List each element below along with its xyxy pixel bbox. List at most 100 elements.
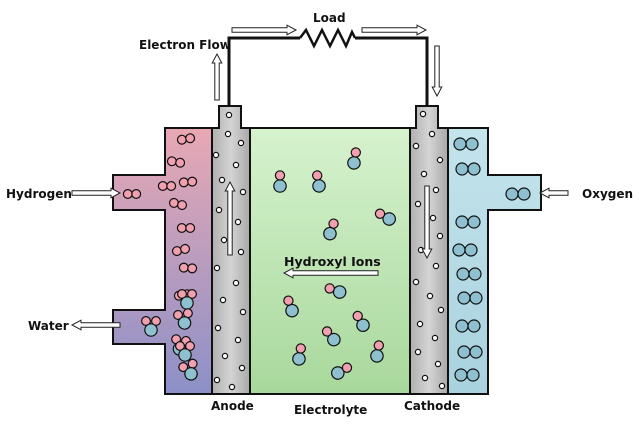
oxygen-molecule <box>453 137 479 151</box>
flow-arrows <box>70 24 569 331</box>
hydroxyl-ion <box>374 208 396 226</box>
hydrogen-molecule <box>171 243 191 257</box>
hydrogen-label: Hydrogen <box>6 187 72 201</box>
hydrogen-atom <box>341 362 353 373</box>
electron-dot <box>232 161 240 169</box>
oxygen-atom <box>455 162 469 176</box>
electron-dot <box>237 248 245 256</box>
hydrogen-atom <box>178 262 189 273</box>
oxygen-atom <box>457 345 471 359</box>
hydrogen-atom <box>187 176 198 187</box>
hydroxyl-ion <box>370 340 384 363</box>
electron-dot <box>219 296 227 304</box>
arrow-icon <box>282 267 379 279</box>
oxygen-atom <box>466 368 480 382</box>
arrow-icon <box>211 52 223 101</box>
hydrogen-atom <box>324 283 335 294</box>
oxygen-atom <box>452 243 466 257</box>
water-molecule <box>173 308 193 330</box>
oxygen-atom <box>456 267 470 281</box>
electron-dot <box>234 218 242 226</box>
cathode-label: Cathode <box>404 399 460 413</box>
hydroxyl-ion <box>331 362 353 380</box>
oxygen-molecule <box>457 291 483 305</box>
electron-dot <box>221 352 229 360</box>
load-label: Load <box>313 11 346 25</box>
oxygen-atom <box>465 137 479 151</box>
hydroxyl-ions-label: Hydroxyl Ions <box>284 254 381 269</box>
hydroxyl-ion <box>273 170 287 193</box>
electron-dot <box>432 186 440 194</box>
electron-dot <box>431 334 439 342</box>
oxygen-atom <box>177 316 192 330</box>
oxygen-molecule <box>457 345 483 359</box>
hydrogen-atom <box>295 343 306 354</box>
hydrogen-molecule <box>122 188 142 200</box>
molecules <box>122 133 531 382</box>
electron-dot <box>434 360 442 368</box>
water-molecule <box>178 358 198 381</box>
oxygen-atom <box>469 345 483 359</box>
hydrogen-atom <box>185 222 196 234</box>
electron-dot <box>220 236 228 244</box>
oxygen-atom <box>468 267 482 281</box>
electron-dot <box>429 214 437 222</box>
hydrogen-molecule <box>178 262 198 274</box>
hydroxyl-ion <box>312 170 326 193</box>
oxygen-atom <box>467 162 481 176</box>
oxygen-atom <box>178 348 192 362</box>
oxygen-atom <box>469 291 483 305</box>
electron-dot <box>420 170 428 178</box>
arrow-icon <box>70 319 121 331</box>
electron-dot <box>416 320 424 328</box>
oxygen-atom <box>273 179 287 193</box>
hydrogen-atom <box>321 326 333 337</box>
hydrogen-atom <box>373 340 384 351</box>
oxygen-molecule <box>505 187 531 201</box>
water-molecule <box>175 341 196 362</box>
hydroxyl-ion <box>324 283 347 299</box>
hydrogen-atom <box>283 295 294 306</box>
electron-flow-label: Electron Flow <box>139 38 231 52</box>
oxygen-atom <box>184 367 198 381</box>
electrolyte-label: Electrolyte <box>294 403 367 417</box>
electron-dot <box>426 292 434 300</box>
electron-dot <box>437 306 445 314</box>
hydrogen-atom <box>328 218 339 229</box>
hydrogen-molecule <box>178 176 198 188</box>
oxygen-atom <box>455 319 469 333</box>
arrow-icon <box>361 24 428 36</box>
hydrogen-molecule <box>166 156 186 168</box>
arrow-icon <box>71 187 122 199</box>
oxygen-molecule <box>454 368 480 382</box>
electron-dot <box>225 111 233 119</box>
hydrogen-atom <box>185 133 196 144</box>
oxygen-atom <box>453 137 467 151</box>
hydrogen-atom <box>175 157 186 168</box>
water-molecule <box>177 289 198 310</box>
electron-dot <box>436 156 444 164</box>
oxygen-atom <box>517 187 531 201</box>
electron-dot <box>218 176 226 184</box>
electron-dot <box>412 278 420 286</box>
electron-dot <box>239 308 247 316</box>
hydrogen-molecule <box>168 197 188 211</box>
arrow-icon <box>431 45 443 98</box>
hydrogen-chamber <box>112 127 213 395</box>
hydrogen-atom <box>350 147 361 158</box>
electron-dot <box>212 151 220 159</box>
hydrogen-atom <box>352 310 363 322</box>
oxygen-atom <box>467 215 481 229</box>
electron-dot <box>239 188 247 196</box>
hydrogen-atom <box>157 180 168 192</box>
arrow-icon <box>231 24 298 36</box>
hydroxyl-ion <box>323 218 339 241</box>
oxygen-molecule <box>455 215 481 229</box>
electron-dot <box>436 232 444 240</box>
hydroxyl-ion <box>292 343 306 366</box>
hydroxyl-ion <box>321 326 341 347</box>
arrow-icon <box>224 180 236 256</box>
arrow-icon <box>421 185 433 260</box>
electron-dot <box>232 279 240 287</box>
electron-dot <box>228 383 236 391</box>
